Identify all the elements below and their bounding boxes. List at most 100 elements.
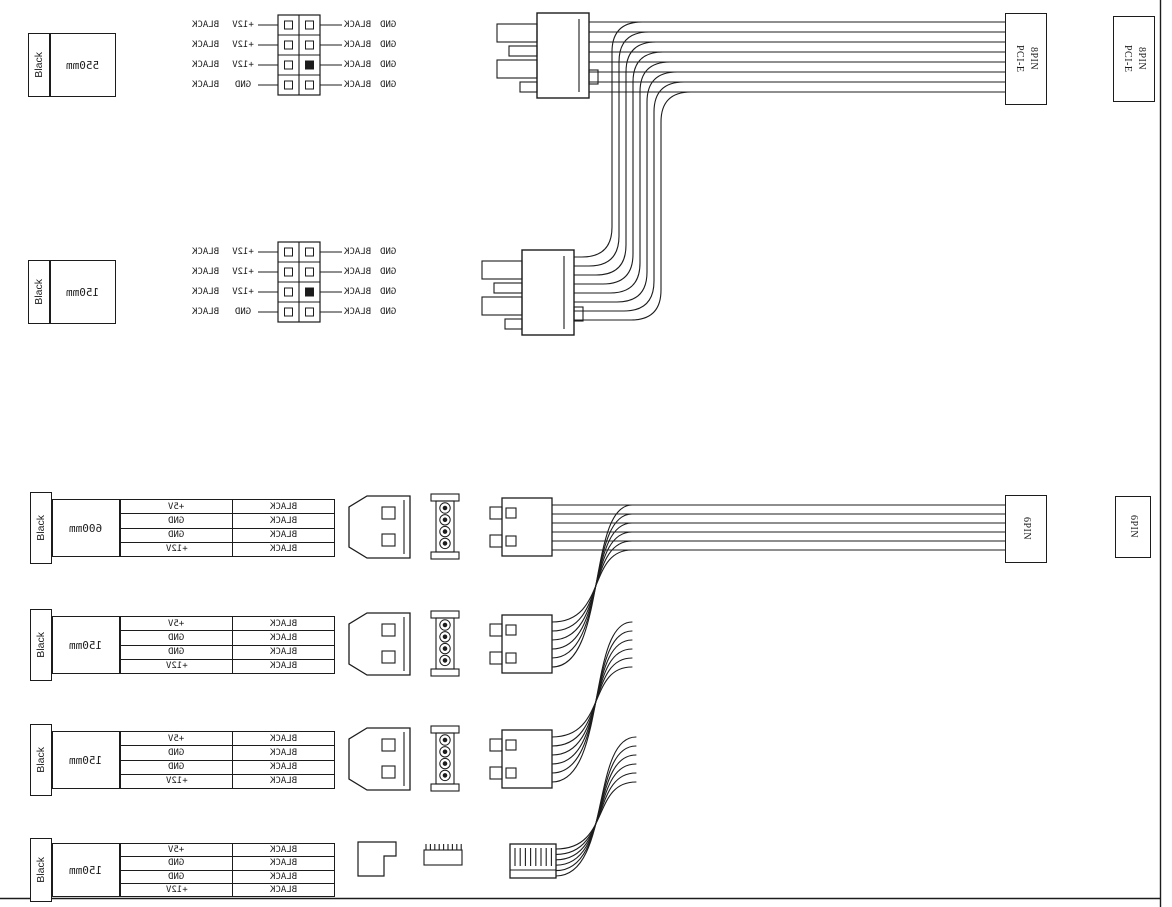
wire-color-cell: BLACK xyxy=(233,646,334,659)
pin-table-row: GND BLACK xyxy=(121,870,334,884)
wire-color-label: BLACK xyxy=(269,501,298,512)
wire-color-label: BLACK xyxy=(191,60,219,70)
pin-label-row: BLACK GND xyxy=(344,262,464,282)
pin-label-row: BLACK +12V xyxy=(128,262,258,282)
pin-signal-label: +5V xyxy=(168,733,185,744)
pin-signal-label: +12V xyxy=(165,776,188,787)
pin-table-row: GND BLACK xyxy=(121,645,334,660)
pcie-cable2-right-pin-labels: BLACK GND BLACK GND BLACK GND BLACK GND xyxy=(344,242,464,322)
wire-color-label: BLACK xyxy=(269,845,298,856)
wire-color-label: BLACK xyxy=(269,884,298,895)
wire-color-label: BLACK xyxy=(344,60,372,70)
wire-color-cell: BLACK xyxy=(233,660,334,673)
peripheral-cable1-color-box: Black xyxy=(30,492,52,564)
wire-color-label: BLACK xyxy=(269,733,298,744)
peripheral-connectors-row3 xyxy=(348,725,553,792)
pin-table-row: +12V BLACK xyxy=(121,883,334,896)
wire-color-label: BLACK xyxy=(344,287,372,297)
wire-color-label: BLACK xyxy=(269,647,298,658)
pin-signal-label: GND xyxy=(380,40,397,50)
pin-label-row: BLACK GND xyxy=(344,35,464,55)
pin-label-row: BLACK +12V xyxy=(128,55,258,75)
pin-label-row: BLACK GND xyxy=(344,302,464,322)
pin-signal-label: +12V xyxy=(232,60,254,70)
wire-color-label: BLACK xyxy=(269,632,298,643)
plug-label: 6PIN xyxy=(1128,515,1139,539)
pin-label-row: BLACK GND xyxy=(344,75,464,95)
pin-table-row: GND BLACK xyxy=(121,746,334,761)
peripheral-connectors-row1 xyxy=(348,493,553,560)
pcie-cable1-color-box: Black xyxy=(28,33,50,97)
peripheral-connectors-row4 xyxy=(357,841,557,879)
pin-signal-label: GND xyxy=(168,515,185,526)
6pin-plug-box: 6PIN xyxy=(1005,495,1047,563)
pin-signal-cell: +5V xyxy=(121,500,233,514)
pin-signal-label: +5V xyxy=(168,618,185,629)
pin-table-row: GND BLACK xyxy=(121,631,334,646)
pin-signal-label: +12V xyxy=(232,40,254,50)
pin-signal-label: +5V xyxy=(168,501,185,512)
pin-label-row: BLACK +12V xyxy=(128,35,258,55)
pin-signal-cell: +5V xyxy=(121,732,233,746)
wire-color-cell: BLACK xyxy=(233,631,334,644)
pcie-plug-drawing-1 xyxy=(496,12,599,99)
pin-label-row: BLACK GND xyxy=(344,55,464,75)
pin-table-row: +12V BLACK xyxy=(121,774,334,788)
pcie-cable1-left-pin-labels: BLACK +12V BLACK +12V BLACK +12V BLACK G… xyxy=(128,15,258,95)
wire-color-label: BLACK xyxy=(191,80,219,90)
pin-signal-label: GND xyxy=(380,307,397,317)
pin-signal-label: GND xyxy=(380,60,397,70)
pin-signal-cell: +12V xyxy=(121,659,233,673)
pin-signal-cell: +12V xyxy=(121,774,233,788)
pin-label-row: BLACK +12V xyxy=(128,15,258,35)
wire-color-cell: BLACK xyxy=(233,746,334,759)
pin-table-row: GND BLACK xyxy=(121,528,334,543)
pin-signal-cell: GND xyxy=(121,631,233,645)
pin-signal-label: +12V xyxy=(165,884,188,895)
pcie-cable1-length-box: 550mm xyxy=(50,33,116,97)
wire-color-cell: BLACK xyxy=(233,732,334,745)
peripheral-connectors-row2 xyxy=(348,610,553,677)
pcie-pin-grid-1 xyxy=(258,14,342,96)
wire-color-label: BLACK xyxy=(191,267,219,277)
pin-label-row: BLACK GND xyxy=(344,15,464,35)
peripheral-cable2-pin-table: +5V BLACK GND BLACK GND BLACK +12V BLACK xyxy=(120,616,335,674)
cable-color-label: Black xyxy=(33,52,45,78)
pin-signal-cell: GND xyxy=(121,528,233,542)
6pin-edge-plug-box: 6PIN xyxy=(1115,496,1151,558)
pin-table-row: GND BLACK xyxy=(121,514,334,529)
pin-signal-label: GND xyxy=(168,747,185,758)
pin-signal-label: GND xyxy=(380,20,397,30)
pin-signal-label: +12V xyxy=(165,544,188,555)
plug-label-line2: 8PIN xyxy=(1136,47,1147,71)
wire-color-label: BLACK xyxy=(344,267,372,277)
cable-length-label: 550mm xyxy=(66,58,100,72)
pin-signal-label: GND xyxy=(168,530,185,541)
cable-length-label: 150mm xyxy=(66,285,100,299)
pcie-cable2-length-box: 150mm xyxy=(50,260,116,324)
pin-label-row: BLACK GND xyxy=(344,242,464,262)
wire-color-label: BLACK xyxy=(344,20,372,30)
pin-signal-cell: GND xyxy=(121,746,233,760)
wire-color-label: BLACK xyxy=(269,544,298,555)
wire-color-cell: BLACK xyxy=(233,884,334,896)
cable-length-label: 600mm xyxy=(69,521,103,535)
wire-color-label: BLACK xyxy=(269,871,298,882)
wire-color-label: BLACK xyxy=(269,747,298,758)
cable-length-label: 150mm xyxy=(69,753,103,767)
pin-signal-label: +12V xyxy=(232,287,254,297)
wire-color-label: BLACK xyxy=(269,776,298,787)
pin-label-row: BLACK GND xyxy=(344,282,464,302)
wire-color-label: BLACK xyxy=(191,287,219,297)
peripheral-wires-row4 xyxy=(555,736,637,877)
pin-signal-label: GND xyxy=(380,80,397,90)
wire-color-label: BLACK xyxy=(269,530,298,541)
pin-signal-label: GND xyxy=(168,858,185,869)
wire-color-cell: BLACK xyxy=(233,617,334,630)
pin-signal-label: +12V xyxy=(165,661,188,672)
peripheral-cable2-length-box: 150mm xyxy=(52,616,120,674)
wire-color-cell: BLACK xyxy=(233,543,334,556)
peripheral-cable3-pin-table: +5V BLACK GND BLACK GND BLACK +12V BLACK xyxy=(120,731,335,789)
pin-signal-cell: GND xyxy=(121,760,233,774)
